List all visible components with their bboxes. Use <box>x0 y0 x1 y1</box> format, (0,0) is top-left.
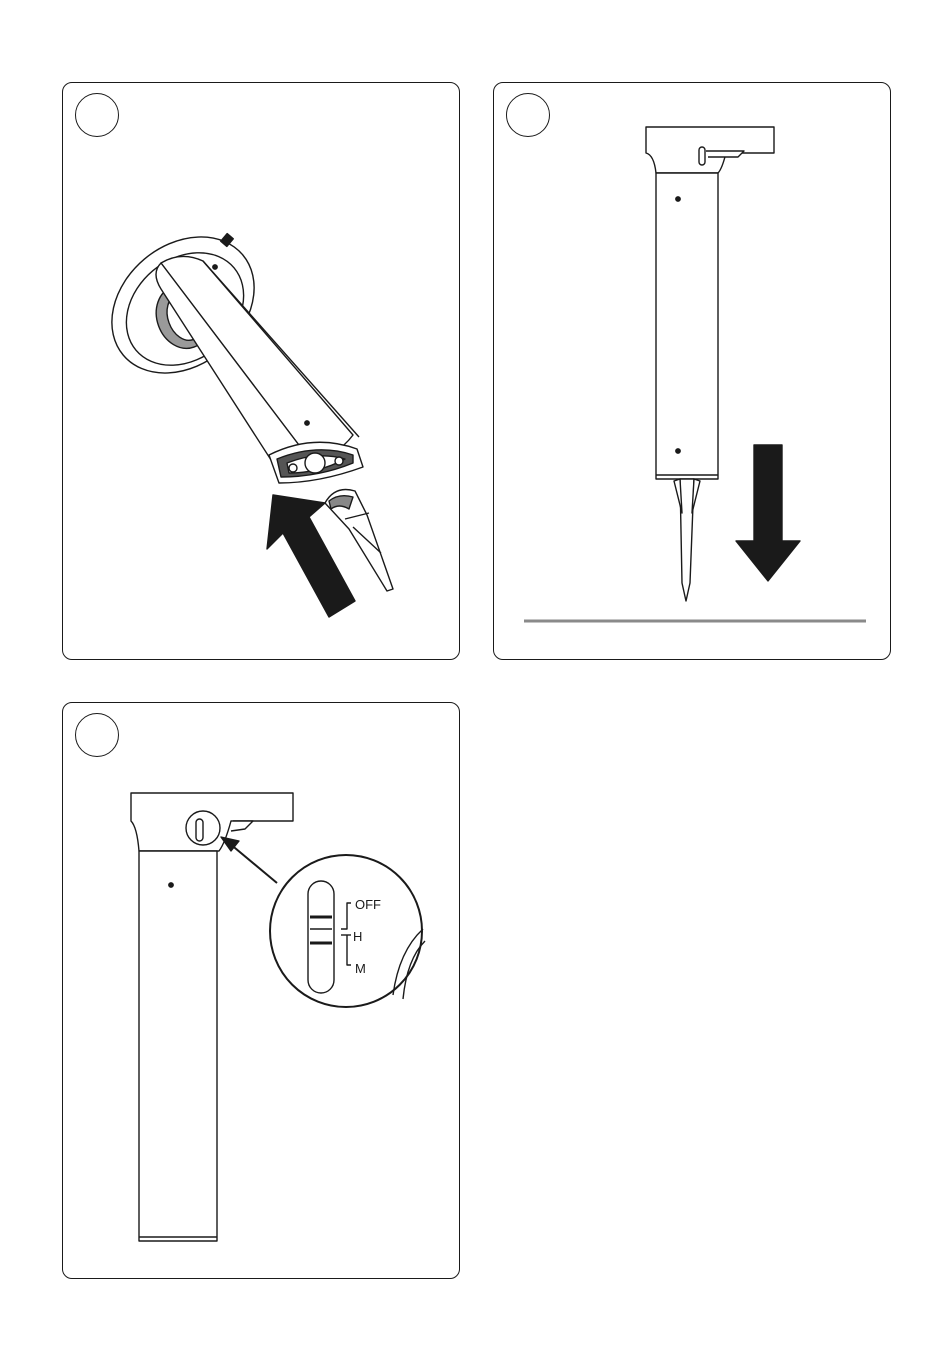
slide-switch[interactable] <box>308 881 334 993</box>
step-2-panel <box>493 82 891 660</box>
lamp-body <box>139 851 217 1241</box>
switch-label-m: M <box>355 961 366 976</box>
push-down-arrow-icon <box>736 445 800 581</box>
step-3-illustration: OFF H M <box>63 703 460 1279</box>
switch-label-h: H <box>353 929 362 944</box>
switch-label-off: OFF <box>355 897 381 912</box>
zoom-pointer-arrow-icon <box>221 837 277 883</box>
step-1-illustration <box>63 83 460 660</box>
lamp-body <box>656 173 718 479</box>
base-socket <box>269 442 363 483</box>
lamp-head <box>646 127 774 173</box>
step-1-panel <box>62 82 460 660</box>
step-3-panel: OFF H M <box>62 702 460 1279</box>
ground-spike <box>674 479 700 601</box>
switch-zoom-detail <box>270 855 425 1007</box>
step-2-illustration <box>494 83 891 660</box>
